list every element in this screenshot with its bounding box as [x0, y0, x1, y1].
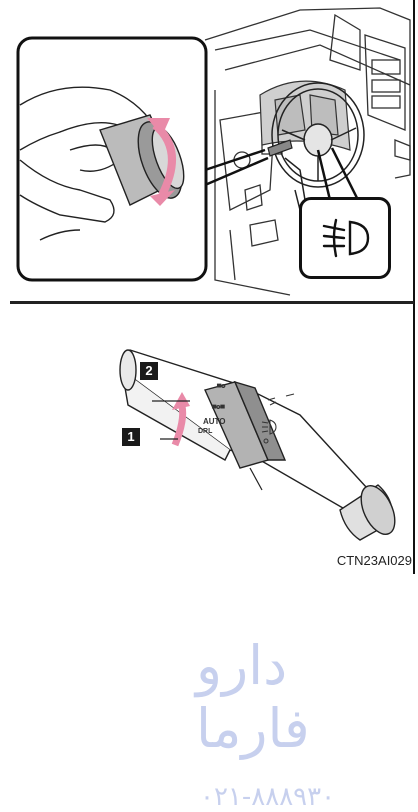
headlight-switch-lever-illustration: ≡○ ≡○≡	[0, 310, 418, 574]
watermark-text: دارو فارما	[196, 634, 418, 760]
fog-light-indicator-box	[299, 197, 391, 279]
watermark-phone: ۰۲۱-۸۸۸۹۳۰	[200, 782, 335, 812]
fog-light-icon	[302, 200, 388, 276]
figure-code: CTN23AI029	[337, 553, 412, 568]
top-illustration-panel	[0, 0, 418, 300]
callout-2: 2	[140, 362, 158, 380]
svg-text:≡○: ≡○	[217, 383, 225, 390]
callout-1: 1	[122, 428, 140, 446]
auto-position-label: AUTO	[203, 417, 226, 426]
svg-text:≡○≡: ≡○≡	[212, 404, 224, 411]
drl-position-label: DRL	[198, 428, 212, 435]
bottom-illustration-panel: دارو فارما ۰۲۱-۸۸۸۹۳۰ ≡○ ≡○≡	[0, 310, 418, 574]
section-divider	[10, 301, 414, 304]
